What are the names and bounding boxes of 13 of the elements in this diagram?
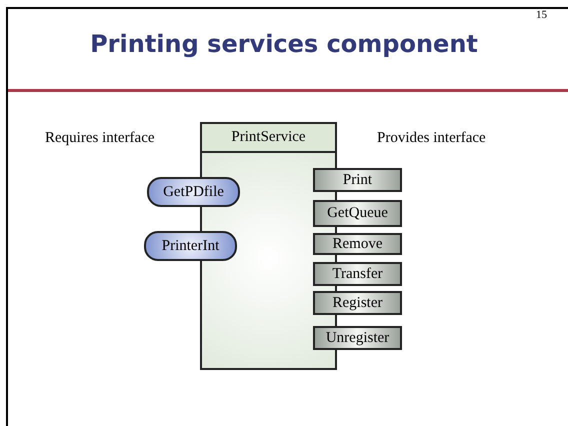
required-interface-pill: GetPDfile xyxy=(147,177,240,207)
provided-interface-port: Transfer xyxy=(313,262,402,286)
requires-interface-label: Requires interface xyxy=(45,131,155,146)
slide-title: Printing services component xyxy=(89,29,479,60)
page-number: 15 xyxy=(536,10,547,21)
required-interface-pill: PrinterInt xyxy=(144,231,237,261)
component-name: PrintService xyxy=(202,124,335,153)
provided-interface-port: Print xyxy=(313,168,402,192)
provided-interface-port: Unregister xyxy=(313,326,402,350)
provided-interface-port: GetQueue xyxy=(313,200,402,227)
provided-interface-port: Register xyxy=(313,291,402,315)
provided-interface-port: Remove xyxy=(313,233,402,255)
provides-interface-label: Provides interface xyxy=(377,131,486,146)
